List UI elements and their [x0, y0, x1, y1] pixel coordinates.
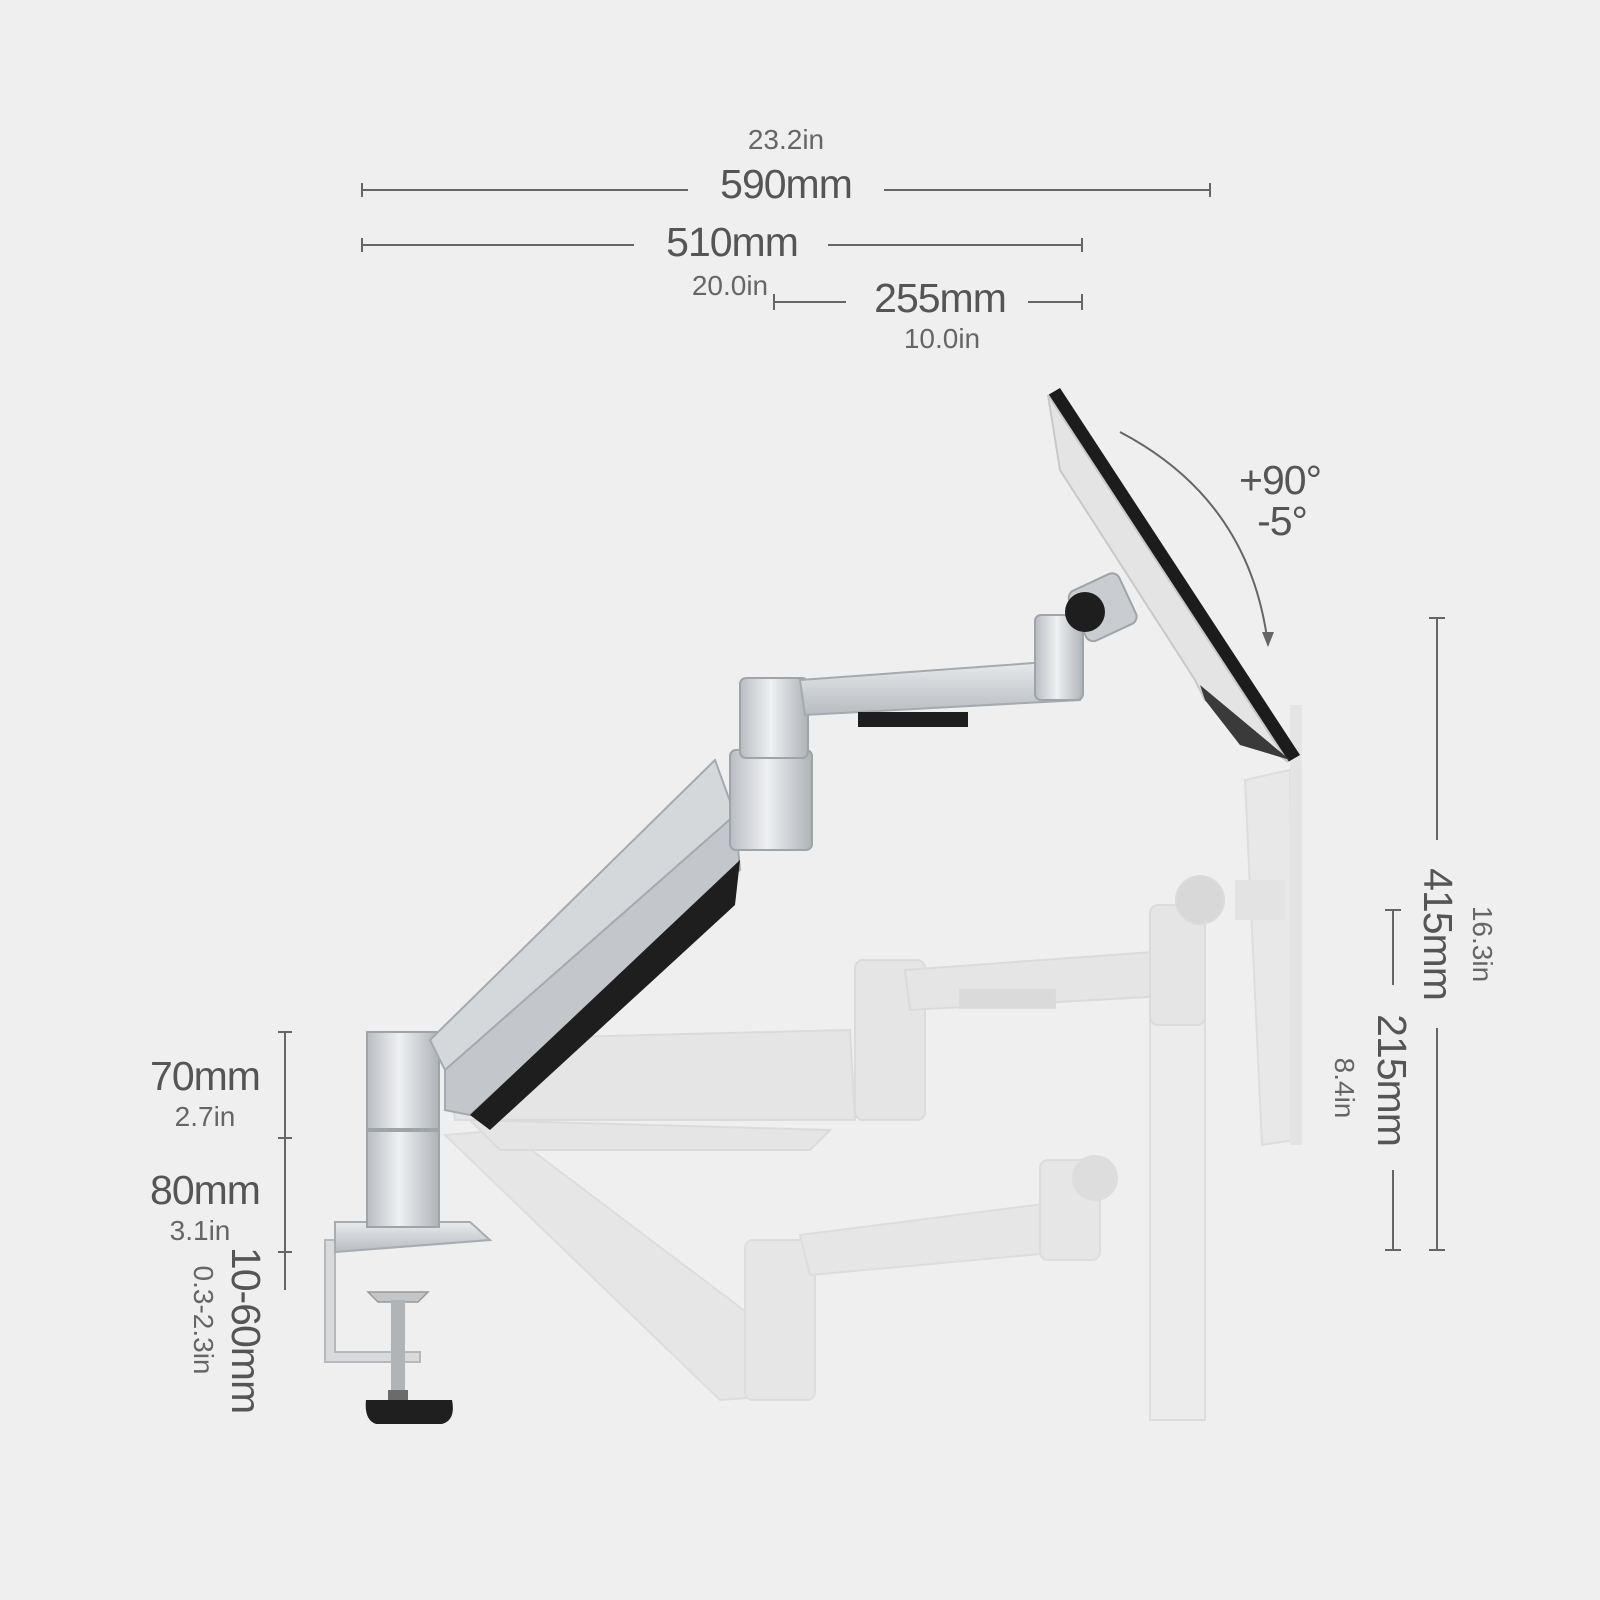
- pole-top-imperial: 2.7in: [175, 1101, 236, 1132]
- pole-base-metric: 80mm: [150, 1167, 260, 1213]
- elbow-joint-upper: [1034, 614, 1084, 701]
- clamp-range-imperial: 0.3-2.3in: [188, 1266, 219, 1375]
- forearm-length-metric: 255mm: [874, 275, 1006, 321]
- monitor: [1047, 388, 1300, 763]
- elbow-joint-lower: [729, 749, 813, 851]
- tilt-down-label: -5°: [1257, 498, 1307, 544]
- clamp-range-metric: 10-60mm: [223, 1247, 269, 1413]
- arm-length-imperial: 20.0in: [692, 270, 768, 301]
- dimension-lines: [278, 183, 1445, 1290]
- tilt-knob: [1065, 592, 1105, 632]
- tilt-arc: [1119, 431, 1269, 646]
- height-range-metric: 415mm: [1415, 868, 1461, 1000]
- total-length-imperial: 23.2in: [748, 124, 824, 155]
- ghost-arm-positions: [442, 705, 1302, 1421]
- clamp-screw: [365, 1291, 453, 1424]
- dimension-labels: 23.2in 590mm 510mm 20.0in 255mm 10.0in +…: [150, 124, 1498, 1413]
- monitor-arm: [324, 388, 1300, 1424]
- tilt-up-label: +90°: [1239, 457, 1321, 503]
- pole-top-metric: 70mm: [150, 1053, 260, 1099]
- total-length-metric: 590mm: [720, 161, 852, 207]
- forearm-length-imperial: 10.0in: [904, 323, 980, 354]
- lower-height-metric: 215mm: [1369, 1014, 1415, 1146]
- lower-height-imperial: 8.4in: [1329, 1058, 1360, 1119]
- ghost-monitor-upright: [1235, 705, 1302, 1147]
- arm-length-metric: 510mm: [666, 219, 798, 265]
- gas-spring-cover: [470, 860, 740, 1130]
- height-range-imperial: 16.3in: [1467, 906, 1498, 982]
- ghost-arm-low: [442, 989, 1206, 1421]
- pole-base-imperial: 3.1in: [170, 1215, 231, 1246]
